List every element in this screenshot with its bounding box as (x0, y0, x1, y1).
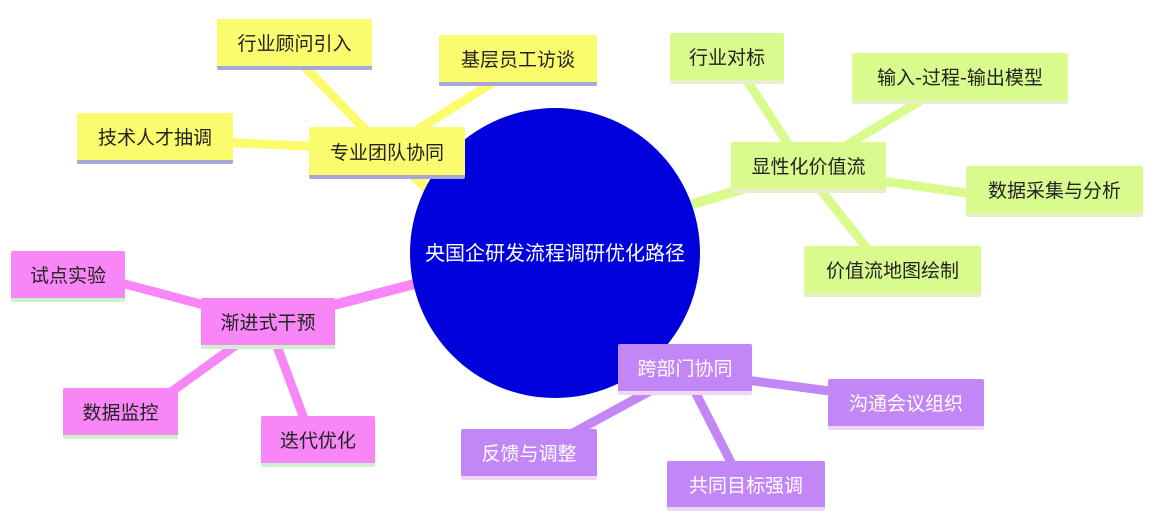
node-cross-goal[interactable]: 共同目标强调 (667, 461, 825, 511)
node-step-pilot[interactable]: 试点实验 (11, 251, 125, 302)
node-cross-meeting[interactable]: 沟通会议组织 (828, 379, 984, 430)
node-cross-feedback[interactable]: 反馈与调整 (461, 429, 597, 480)
node-team-advisor[interactable]: 行业顾问引入 (217, 19, 372, 70)
node-step-iterate[interactable]: 迭代优化 (261, 416, 375, 467)
node-team[interactable]: 专业团队协同 (309, 127, 465, 179)
node-value-bench[interactable]: 行业对标 (670, 33, 784, 84)
node-step[interactable]: 渐进式干预 (201, 298, 335, 349)
root-circle (410, 108, 700, 398)
node-team-tech[interactable]: 技术人才抽调 (77, 113, 233, 164)
root-node[interactable]: 央国企研发流程调研优化路径 (425, 241, 685, 265)
node-value-ipo[interactable]: 输入-过程-输出模型 (852, 53, 1068, 104)
node-value-map[interactable]: 价值流地图绘制 (804, 246, 981, 297)
node-step-monitor[interactable]: 数据监控 (63, 388, 178, 439)
node-cross[interactable]: 跨部门协同 (618, 344, 752, 395)
node-value-data[interactable]: 数据采集与分析 (966, 166, 1143, 217)
node-value[interactable]: 显性化价值流 (731, 142, 886, 193)
node-team-interview[interactable]: 基层员工访谈 (439, 35, 597, 86)
